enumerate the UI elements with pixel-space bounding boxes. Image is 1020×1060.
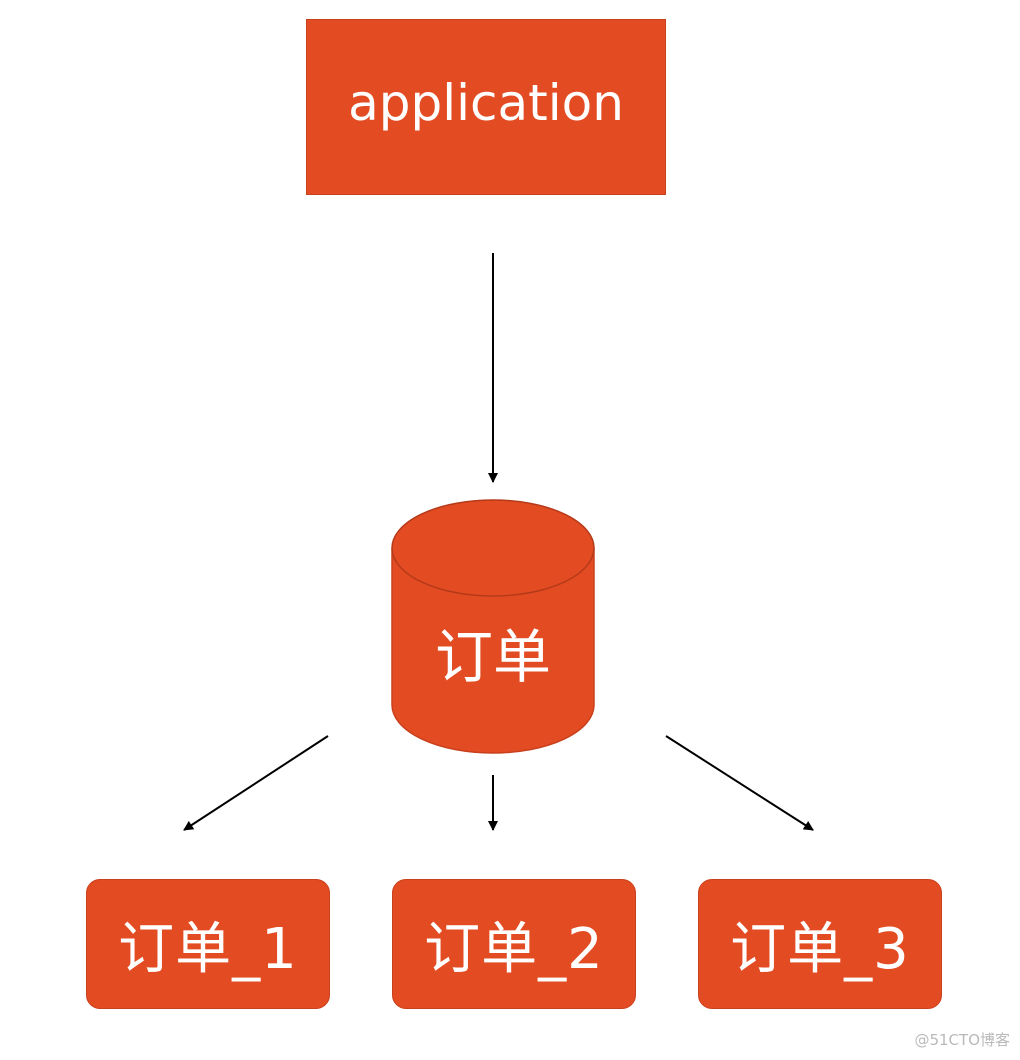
shard-node-3: 订单_3: [698, 879, 942, 1009]
arrow-db-to-shard-3: [665, 735, 814, 831]
shard-label-3: 订单_3: [730, 916, 910, 982]
shard-node-2: 订单_2: [392, 879, 636, 1009]
application-label: application: [348, 74, 624, 132]
application-node: application: [306, 19, 666, 195]
shard-label-1: 订单_1: [118, 916, 298, 982]
watermark-text: @51CTO博客: [914, 1031, 1010, 1049]
database-cylinder: [391, 499, 595, 754]
shard-node-1: 订单_1: [86, 879, 330, 1009]
cylinder-body: [391, 548, 595, 754]
arrow-db-to-shard-1: [183, 735, 329, 831]
database-label: 订单: [434, 623, 551, 691]
shard-label-2: 订单_2: [424, 916, 604, 982]
cylinder-top: [391, 499, 595, 597]
